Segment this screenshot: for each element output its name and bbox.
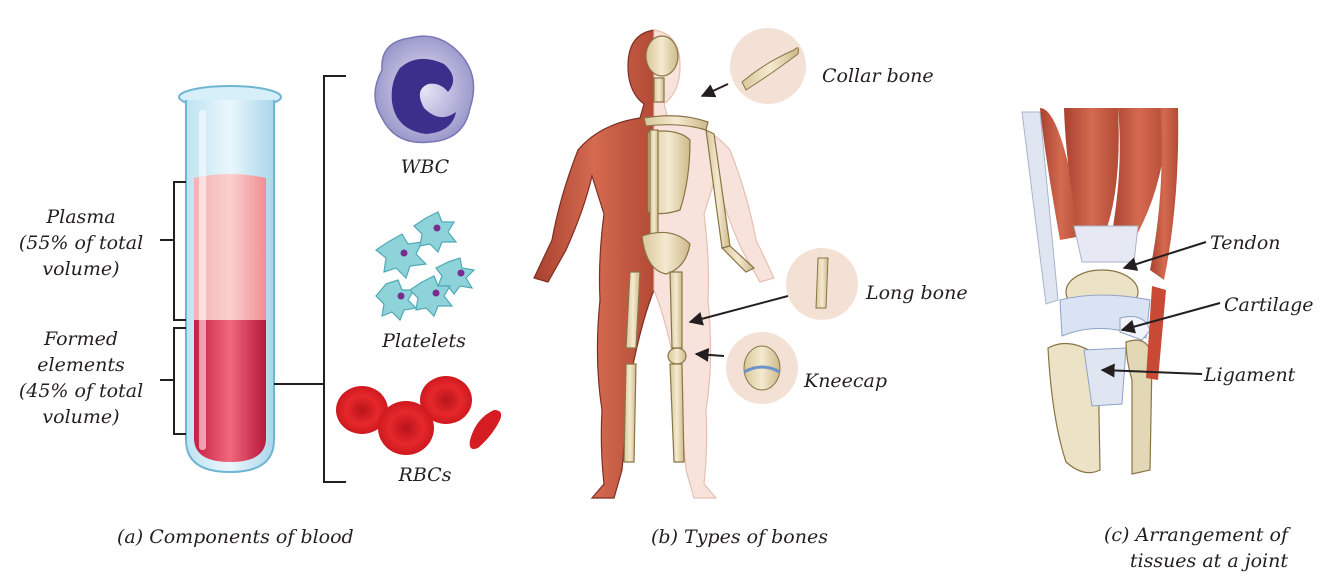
- plasma-label-line: (55% of total: [0, 230, 162, 256]
- cartilage-label: Cartilage: [1224, 292, 1313, 318]
- wbc-cell: [375, 36, 474, 142]
- plasma-label-line: Plasma: [0, 204, 162, 230]
- long-bone-skeleton: [670, 272, 682, 348]
- formed-label-line: Formed: [0, 326, 162, 352]
- wbc-label: WBC: [370, 154, 480, 180]
- platelets-cells: [376, 212, 474, 320]
- formed-label-line: elements: [0, 352, 162, 378]
- formed-label-line: (45% of total: [0, 378, 162, 404]
- plasma-label: Plasma (55% of total volume): [0, 204, 162, 282]
- plasma-label-line: volume): [0, 256, 162, 282]
- formed-bracket: [174, 328, 186, 434]
- formed-elements-label: Formed elements (45% of total volume): [0, 326, 162, 430]
- rbc-cells: [336, 376, 501, 455]
- platelets-label: Platelets: [364, 328, 484, 354]
- caption-b: (b) Types of bones: [651, 524, 828, 550]
- caption-c-line: tissues at a joint: [1060, 548, 1288, 574]
- caption-c-line: (c) Arrangement of: [1060, 522, 1288, 548]
- knee-joint-illustration: [1022, 108, 1178, 474]
- caption-c: (c) Arrangement of tissues at a joint: [1060, 522, 1288, 574]
- ligament-label: Ligament: [1204, 362, 1295, 388]
- plasma-bracket: [174, 182, 186, 320]
- kneecap-label: Kneecap: [804, 368, 887, 394]
- long-bone-label: Long bone: [866, 280, 968, 306]
- rbc-label: RBCs: [370, 462, 480, 488]
- kneecap-skeleton: [668, 348, 686, 364]
- collar-bone-label: Collar bone: [822, 63, 934, 89]
- test-tube: [179, 86, 281, 472]
- caption-a: (a) Components of blood: [117, 524, 354, 550]
- tendon-label: Tendon: [1210, 230, 1281, 256]
- human-body-figure: [534, 30, 774, 498]
- formed-label-line: volume): [0, 404, 162, 430]
